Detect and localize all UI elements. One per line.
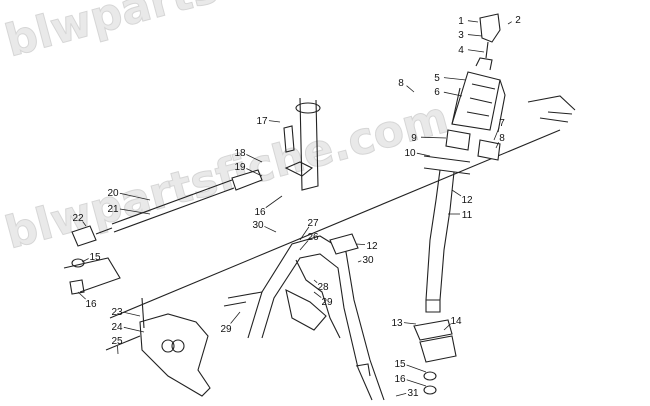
callout-label: 13	[391, 318, 403, 329]
callout-label: 17	[256, 116, 268, 127]
callout-label: 16	[394, 374, 406, 385]
callout-leader	[443, 91, 463, 97]
callout-leader	[406, 379, 427, 387]
callout-label: 15	[89, 252, 101, 263]
callout-label: 12	[366, 241, 378, 252]
callout-leader	[467, 20, 479, 23]
splash-plate	[105, 297, 211, 397]
callout-label: 29	[220, 324, 232, 335]
callout-label: 10	[404, 148, 416, 159]
callout-label: 30	[362, 255, 374, 266]
callout-leader	[246, 168, 263, 177]
callout-leader	[246, 154, 263, 163]
column-pipe	[283, 97, 321, 191]
callout-label: 16	[254, 207, 266, 218]
callout-leader	[357, 260, 362, 263]
callout-leader	[264, 226, 277, 233]
callout-label: 2	[515, 15, 521, 26]
callout-leader	[416, 152, 431, 157]
callout-leader	[119, 208, 151, 215]
callout-label: 21	[107, 204, 119, 215]
callout-leader	[467, 34, 483, 37]
reference-line	[109, 129, 561, 319]
callout-label: 20	[107, 188, 119, 199]
callout-label: 4	[458, 45, 464, 56]
callout-label: 3	[458, 30, 464, 41]
callout-leader	[451, 189, 462, 197]
callout-leader	[81, 258, 89, 263]
callout-label: 26	[307, 232, 319, 243]
lower-mount	[355, 319, 457, 395]
callout-label: 27	[307, 218, 319, 229]
callout-label: 30	[252, 220, 264, 231]
callout-leader	[507, 21, 512, 25]
callout-label: 15	[394, 359, 406, 370]
callout-label: 19	[234, 162, 246, 173]
callout-leader	[313, 279, 318, 283]
callout-leader	[268, 120, 281, 123]
callout-leader	[230, 311, 241, 324]
callout-leader	[82, 221, 87, 227]
callout-leader	[443, 323, 451, 331]
steering-post-assembly	[423, 13, 576, 313]
callout-leader	[313, 291, 322, 298]
callout-leader	[123, 311, 141, 317]
callout-leader	[117, 345, 119, 355]
callout-label: 1	[458, 16, 464, 27]
callout-leader	[265, 195, 283, 208]
frame-assembly	[223, 233, 385, 401]
callout-leader	[467, 49, 485, 53]
callout-label: 23	[111, 307, 123, 318]
leader-lines	[77, 20, 512, 397]
callout-leader	[443, 77, 467, 81]
callout-leader	[406, 364, 427, 373]
callout-label: 5	[434, 73, 440, 84]
callout-label: 18	[234, 148, 246, 159]
callout-leader	[299, 240, 309, 251]
callout-label: 11	[462, 210, 473, 221]
callout-label: 22	[72, 213, 84, 224]
callout-leader	[123, 326, 145, 333]
callout-label: 14	[450, 316, 462, 327]
callout-leader	[119, 192, 151, 201]
callout-leader	[403, 322, 417, 325]
callout-label: 12	[461, 195, 473, 206]
callout-label: 29	[321, 297, 333, 308]
callout-label: 28	[317, 282, 329, 293]
callout-label: 31	[407, 388, 419, 399]
callout-label: 24	[111, 322, 123, 333]
callout-leader	[77, 291, 86, 300]
callout-leader	[495, 142, 500, 149]
callout-leader	[299, 226, 310, 241]
callout-leader	[406, 85, 415, 93]
callout-label: 7	[499, 118, 505, 129]
callout-leader	[395, 392, 407, 397]
callout-label: 9	[411, 133, 417, 144]
callout-label: 25	[111, 336, 123, 347]
callout-leader	[420, 136, 447, 139]
tie-rod-assembly	[63, 169, 263, 295]
callout-label: 8	[398, 78, 404, 89]
callout-leader	[493, 127, 500, 141]
callout-label: 8	[499, 133, 505, 144]
callout-label: 6	[434, 87, 440, 98]
callout-label: 16	[85, 299, 97, 310]
callout-leader	[355, 243, 366, 246]
